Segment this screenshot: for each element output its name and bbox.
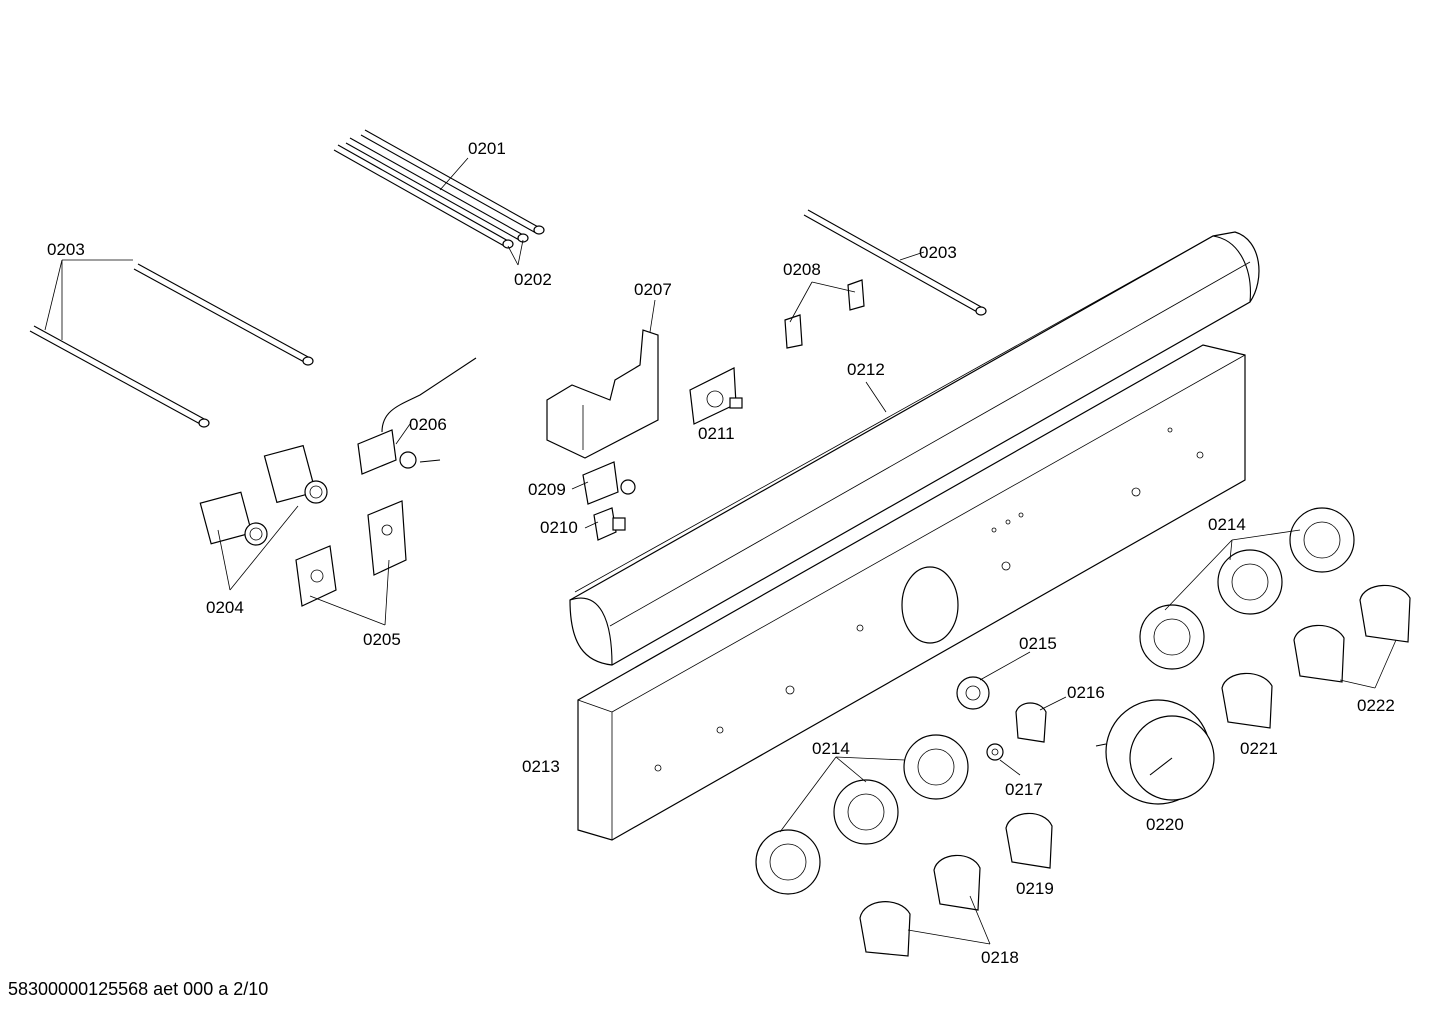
label-0216: 0216 [1067,683,1105,702]
label-0212: 0212 [847,360,885,379]
label-0213: 0213 [522,757,560,776]
part-0222-knobs [1293,584,1411,683]
part-0208-clips [784,279,865,349]
label-0204: 0204 [206,598,244,617]
part-0219-knob [1005,812,1053,869]
label-0221: 0221 [1240,739,1278,758]
label-0220: 0220 [1146,815,1184,834]
part-0218-knobs [859,854,981,957]
part-0203-left-rods [29,263,314,428]
label-0209: 0209 [528,480,566,499]
part-0217-spacer [986,743,1004,761]
leader-lines [44,157,1397,945]
label-0214-left: 0214 [812,739,850,758]
part-0201-rods [333,129,545,249]
document-id-footer: 58300000125568 aet 000 a 2/10 [8,979,269,999]
part-0212-top-trim [569,231,1260,666]
part-0204-valves [199,444,328,546]
part-0214-bezels-left [755,734,969,895]
part-0214-bezels-right [1139,507,1355,670]
part-0216-small-knob [1015,702,1047,743]
label-0215: 0215 [1019,634,1057,653]
label-0203-left: 0203 [47,240,85,259]
label-0207: 0207 [634,280,672,299]
part-0205-switch-plates [295,500,407,607]
part-0209-0210-switches [582,461,636,541]
part-0206-thermostat [357,357,477,475]
label-0201: 0201 [468,139,506,158]
label-0206: 0206 [409,415,447,434]
part-0207-bracket [546,329,659,459]
part-0203-right-rod [803,209,987,316]
label-0214-right: 0214 [1208,515,1246,534]
label-0210: 0210 [540,518,578,537]
label-0203-right: 0203 [919,243,957,262]
part-0211-switch [689,367,743,425]
part-0221-knob [1221,672,1273,729]
label-0217: 0217 [1005,780,1043,799]
label-0205: 0205 [363,630,401,649]
part-0220-thermometer-gauge [1095,699,1215,805]
label-0202: 0202 [514,270,552,289]
label-0208: 0208 [783,260,821,279]
part-0213-control-panel [577,344,1246,841]
label-0222: 0222 [1357,696,1395,715]
label-0218: 0218 [981,948,1019,967]
label-0211: 0211 [698,424,735,443]
label-0219: 0219 [1016,879,1054,898]
part-0215-ring [956,676,990,710]
